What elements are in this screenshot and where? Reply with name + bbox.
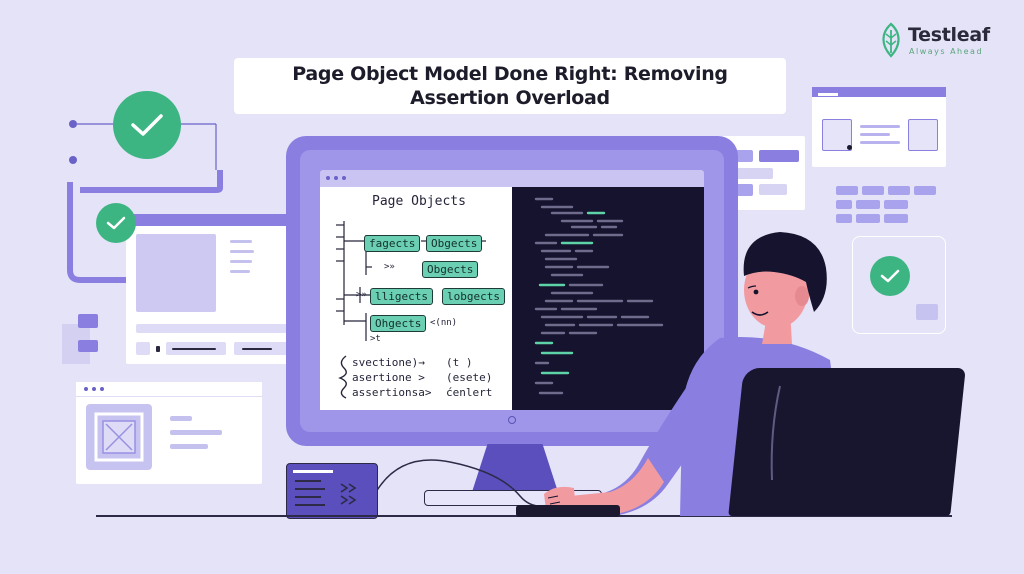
check-icon (880, 269, 900, 283)
tree-marker: >t (370, 334, 381, 344)
check-badge-large (113, 91, 181, 159)
object-node[interactable]: Obgects (422, 261, 479, 278)
brace-icon (338, 355, 347, 399)
assertion-left: assertionsa> (352, 386, 432, 399)
server-device (286, 463, 378, 519)
page-title-line-1: Page Object Model Done Right: Removing (292, 63, 728, 85)
deco-square (78, 314, 98, 328)
brand-name: Testleaf (908, 24, 990, 46)
window-card-left (126, 214, 298, 364)
window-card-top-right (812, 87, 946, 167)
object-node[interactable]: lligects (370, 288, 433, 305)
assertion-left: asertione > (352, 371, 425, 384)
object-node[interactable]: Obgects (426, 235, 483, 252)
screen-titlebar (320, 170, 704, 187)
monitor-power-icon (508, 416, 516, 424)
page-title: Page Object Model Done Right: Removing A… (234, 58, 786, 114)
check-icon (106, 216, 126, 230)
check-badge-small (96, 203, 136, 243)
window-card-bottom-left (76, 382, 262, 484)
chevron-right-icon (340, 483, 357, 505)
keyboard (516, 505, 620, 517)
tree-marker: >» (384, 262, 395, 272)
object-node[interactable]: Ohgects (370, 315, 427, 332)
close-icon (105, 423, 133, 451)
bar-cluster (836, 184, 946, 224)
assertion-left: svectione)→ (352, 356, 425, 369)
check-badge-right (870, 256, 910, 296)
tree-marker: <(nn) (430, 318, 458, 328)
assertion-right: (t ) (446, 356, 473, 369)
assertion-right: ćenlert (446, 386, 493, 399)
brand-logo: Testleaf Always Ahead (878, 22, 998, 62)
check-card-right (852, 236, 946, 334)
panel-title: Page Objects (372, 194, 466, 209)
monitor-stand (472, 444, 558, 492)
deco-square (916, 304, 938, 320)
deco-square (78, 340, 98, 352)
leaf-logo-icon (882, 22, 900, 58)
cable (375, 459, 547, 508)
code-lines (534, 197, 664, 395)
image-placeholder-icon (86, 404, 152, 470)
check-icon (131, 114, 163, 136)
brand-tagline: Always Ahead (909, 47, 984, 56)
page-title-line-2: Assertion Overload (410, 87, 610, 109)
object-node[interactable]: lobgects (442, 288, 505, 305)
assertion-right: (esete) (446, 371, 493, 384)
object-node[interactable]: fagects (364, 235, 421, 252)
tree-marker: >» (356, 290, 367, 300)
chair-highlight (770, 385, 781, 481)
